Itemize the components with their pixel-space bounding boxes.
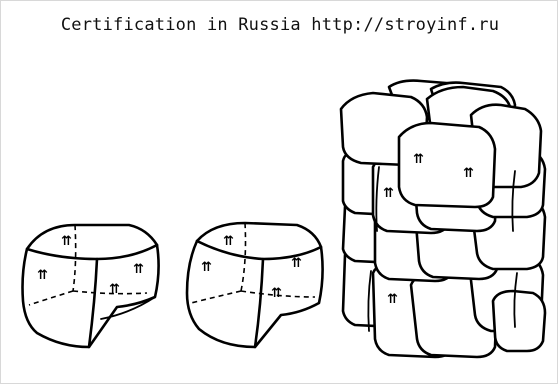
handling-arrow-icon: ⇈ bbox=[37, 268, 48, 283]
handling-arrow-icon: ⇈ bbox=[383, 186, 394, 201]
handling-arrow-icon: ⇈ bbox=[109, 282, 120, 297]
handling-arrow-icon: ⇈ bbox=[133, 262, 144, 277]
handling-arrow-icon: ⇈ bbox=[413, 152, 424, 167]
bag-left: ⇈ ⇈ ⇈ ⇈ bbox=[23, 225, 159, 347]
handling-arrow-icon: ⇈ bbox=[463, 166, 474, 181]
handling-arrow-icon: ⇈ bbox=[271, 286, 282, 301]
handling-arrow-icon: ⇈ bbox=[201, 260, 212, 275]
handling-arrow-icon: ⇈ bbox=[223, 234, 234, 249]
handling-arrow-icon: ⇈ bbox=[291, 256, 302, 271]
bag-stack: ⇈ ⇈ ⇈ ⇈ bbox=[341, 81, 545, 357]
bag-middle: ⇈ ⇈ ⇈ ⇈ bbox=[187, 223, 323, 347]
handling-arrow-icon: ⇈ bbox=[61, 234, 72, 249]
handling-arrow-icon: ⇈ bbox=[387, 292, 398, 307]
